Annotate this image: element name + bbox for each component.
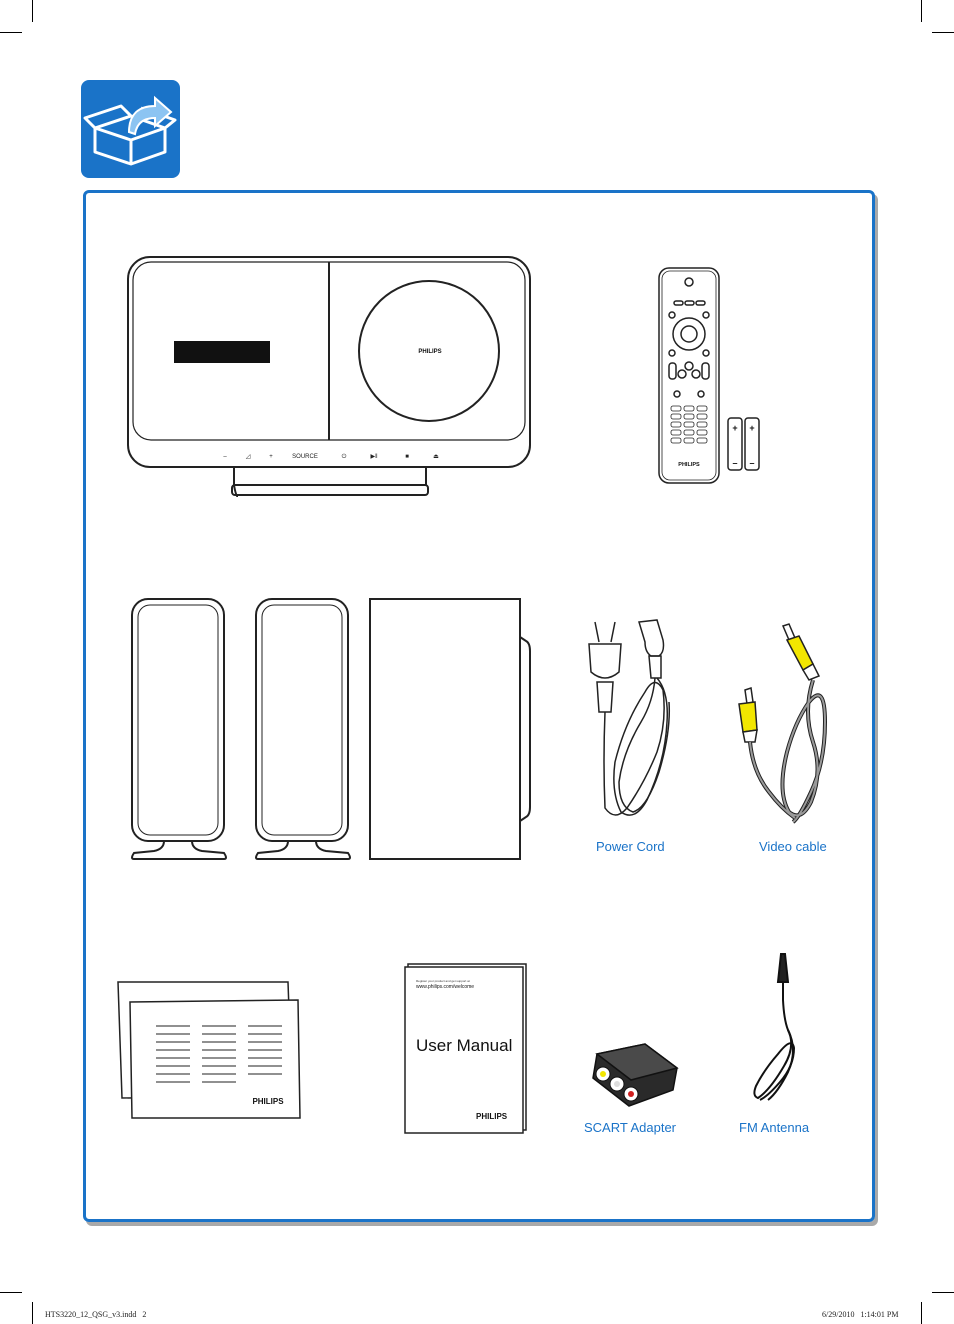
battery-plus: + (732, 423, 737, 433)
manual-brand: PHILIPS (476, 1112, 508, 1121)
svg-text:⏻: ⏻ (342, 453, 347, 460)
svg-text:⏏: ⏏ (433, 454, 439, 460)
fm-antenna-illustration (748, 950, 808, 1109)
svg-text:◿: ◿ (246, 454, 251, 460)
scart-adapter-label: SCART Adapter (584, 1120, 677, 1135)
manual-url: www.philips.com/welcome (416, 984, 475, 990)
power-cord-illustration (575, 612, 685, 837)
battery-plus: + (749, 423, 754, 433)
unit-brand: PHILIPS (418, 349, 441, 355)
speaker-right-illustration (252, 597, 354, 868)
battery-minus: – (749, 458, 754, 468)
user-manual-illustration: Register your product and get support at… (404, 962, 528, 1134)
crop-mark (932, 32, 954, 33)
fm-antenna-label: FM Antenna (739, 1120, 810, 1135)
aaa-batteries (727, 417, 760, 471)
speaker-left-illustration (128, 597, 230, 868)
crop-mark (921, 1302, 922, 1324)
svg-text:+: + (269, 454, 273, 460)
crop-mark (0, 32, 22, 33)
footer-file-name: HTS3220_12_QSG_v3.indd 2 (45, 1310, 147, 1319)
subwoofer-illustration (368, 597, 534, 868)
crop-mark (921, 0, 922, 22)
svg-text:▶‖: ▶‖ (370, 454, 377, 460)
svg-text:■: ■ (405, 454, 409, 460)
remote-brand: PHILIPS (678, 462, 700, 468)
footer-timestamp: 6/29/2010 1:14:01 PM (822, 1310, 899, 1319)
contents-frame (83, 190, 875, 1222)
manual-title: User Manual (416, 1036, 513, 1055)
leaflet-brand: PHILIPS (252, 1097, 284, 1106)
crop-mark (32, 0, 33, 22)
leaflet-illustration: PHILIPS (116, 978, 304, 1125)
remote-control-illustration: PHILIPS + + – – (657, 266, 769, 491)
battery-minus: – (732, 458, 737, 468)
source-label: SOURCE (292, 454, 318, 460)
svg-text:–: – (223, 454, 227, 460)
power-cord-label: Power Cord (596, 839, 665, 854)
scart-adapter-illustration (583, 1040, 683, 1117)
main-unit-illustration: PHILIPS – ◿ + SOURCE ⏻ ▶‖ ■ ⏏ (126, 255, 534, 502)
crop-mark (0, 1292, 22, 1293)
crop-mark (932, 1292, 954, 1293)
manual-register-text: Register your product and get support at (416, 979, 470, 983)
video-cable-label: Video cable (759, 839, 827, 854)
open-box-icon (81, 80, 180, 178)
video-cable-illustration (733, 622, 843, 837)
crop-mark (32, 1302, 33, 1324)
